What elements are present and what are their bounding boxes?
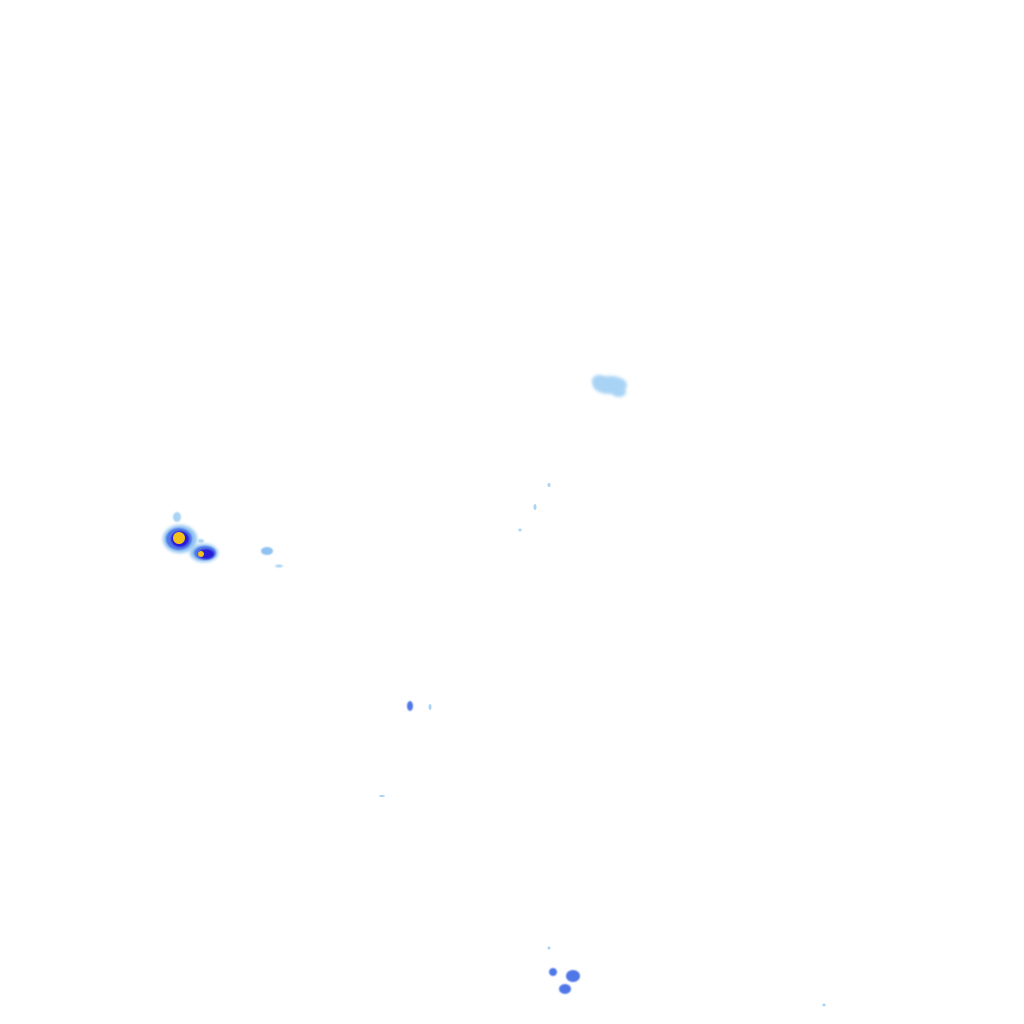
echo-light <box>198 539 204 543</box>
precip-specks-center <box>518 483 551 532</box>
storm-cell-south <box>547 946 826 1007</box>
echo-moderate <box>407 701 413 711</box>
storm-cell-west <box>163 512 218 562</box>
echo-light <box>173 512 181 522</box>
precip-patch-north <box>592 375 627 397</box>
echo-moderate <box>566 970 580 982</box>
echo-very-heavy <box>173 532 185 544</box>
echo-light <box>518 528 522 532</box>
echo-light <box>428 704 432 710</box>
precip-specks-south-center <box>379 701 432 797</box>
echo-light <box>592 375 606 387</box>
echo-light <box>379 795 385 797</box>
echo-light <box>547 946 551 950</box>
echo-light-moderate <box>261 547 273 555</box>
echo-moderate <box>549 968 557 976</box>
echo-moderate <box>559 984 571 994</box>
echo-very-heavy <box>198 551 204 557</box>
echo-light <box>822 1003 826 1007</box>
echo-light <box>533 504 537 510</box>
echo-light <box>275 564 283 568</box>
storm-cell-small-east <box>261 547 283 568</box>
echo-light <box>612 387 626 397</box>
echo-light <box>547 483 551 487</box>
